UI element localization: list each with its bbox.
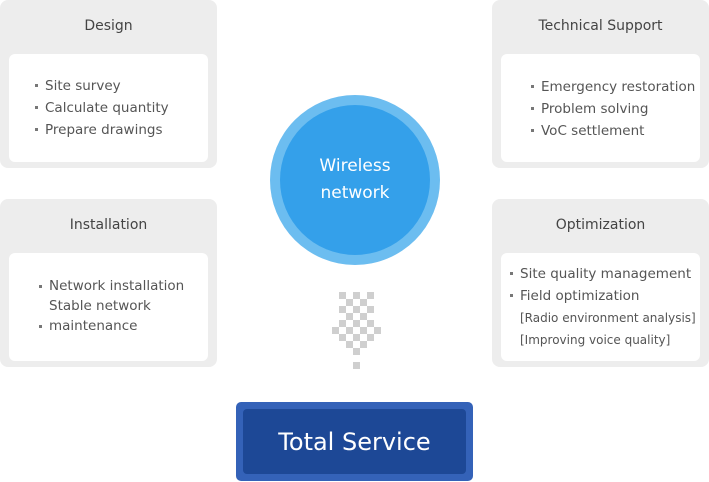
- arrow-cell: [339, 306, 346, 313]
- list-item: Field optimization: [510, 285, 700, 307]
- list-item: Prepare drawings: [35, 119, 208, 141]
- arrow-cell: [360, 341, 367, 348]
- arrow-cell: [360, 299, 367, 306]
- list-item: VoC settlement: [531, 120, 700, 142]
- arrow-cell: [353, 306, 360, 313]
- arrow-cell: [367, 334, 374, 341]
- list-item: Calculate quantity: [35, 97, 208, 119]
- arrow-cell: [339, 292, 346, 299]
- arrow-cell: [353, 348, 360, 355]
- arrow-cell: [360, 313, 367, 320]
- card-title: Optimization: [555, 217, 646, 233]
- card-title: Technical Support: [538, 18, 663, 34]
- list-item: Site survey: [35, 75, 208, 97]
- arrow-cell: [346, 341, 353, 348]
- down-arrow-icon: [325, 292, 388, 372]
- arrow-cell: [346, 327, 353, 334]
- arrow-cell: [339, 320, 346, 327]
- list-item: [Improving voice quality]: [520, 333, 671, 347]
- list-item: Problem solving: [531, 98, 700, 120]
- arrow-cell: [367, 306, 374, 313]
- center-line1: Wireless: [319, 156, 391, 176]
- arrow-cell: [332, 327, 339, 334]
- arrow-cell: [353, 334, 360, 341]
- arrow-cell: [367, 292, 374, 299]
- card-title: Design: [84, 18, 133, 34]
- center-line2: network: [320, 183, 390, 203]
- arrow-cell: [367, 320, 374, 327]
- total-service-label: Total Service: [243, 409, 466, 474]
- list-item: Site quality management: [510, 263, 700, 285]
- arrow-cell: [339, 334, 346, 341]
- list-item: [Radio environment analysis]: [520, 311, 696, 325]
- card-title: Installation: [69, 217, 148, 233]
- arrow-cell: [353, 292, 360, 299]
- arrow-cell: [346, 299, 353, 306]
- arrow-cell: [353, 362, 360, 369]
- technical-support-card: Technical Support Emergency restoration …: [492, 0, 709, 168]
- list-item: maintenance: [39, 316, 208, 336]
- optimization-card: Optimization Site quality management Fie…: [492, 199, 709, 367]
- arrow-cell: [346, 313, 353, 320]
- list-item: Emergency restoration: [531, 76, 700, 98]
- wireless-network-circle: Wireless network: [270, 95, 440, 265]
- arrow-cell: [360, 327, 367, 334]
- total-service-box: Total Service: [236, 402, 473, 481]
- arrow-cell: [353, 320, 360, 327]
- installation-card: Installation Network installation Stable…: [0, 199, 217, 367]
- list-item: Network installation: [39, 276, 208, 296]
- design-card: Design Site survey Calculate quantity Pr…: [0, 0, 217, 168]
- arrow-cell: [374, 327, 381, 334]
- list-item: Stable network: [49, 298, 151, 314]
